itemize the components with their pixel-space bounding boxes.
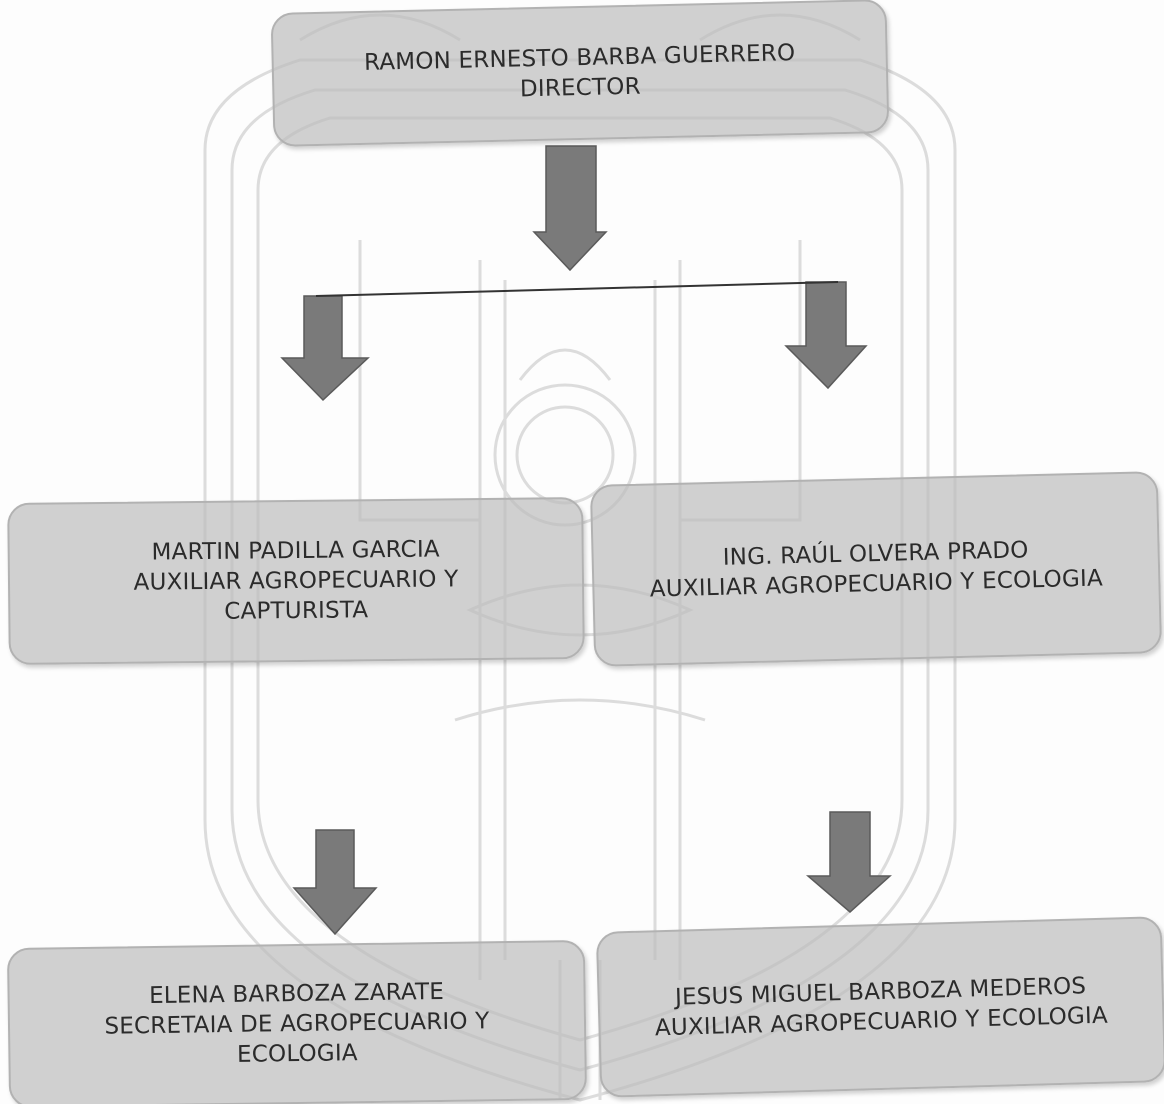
arrow-right-branch xyxy=(784,281,868,390)
staff-role-line2: CAPTURISTA xyxy=(224,597,369,625)
arrow-right-lower xyxy=(805,811,892,913)
staff-box-martin: MARTIN PADILLA GARCIA AUXILIAR AGROPECUA… xyxy=(7,496,585,666)
staff-name: MARTIN PADILLA GARCIA xyxy=(151,536,440,566)
staff-role-line1: AUXILIAR AGROPECUARIO Y ECOLOGIA xyxy=(649,565,1104,603)
staff-box-elena: ELENA BARBOZA ZARATE SECRETAIA DE AGROPE… xyxy=(6,939,588,1104)
branch-connector-line xyxy=(315,281,839,297)
staff-role-line1: SECRETAIA DE AGROPECUARIO Y xyxy=(104,1008,490,1040)
arrow-director-down xyxy=(532,145,608,272)
staff-role-line2: ECOLOGIA xyxy=(236,1040,358,1068)
director-name: RAMON ERNESTO BARBA GUERRERO xyxy=(363,40,796,76)
staff-box-jesus: JESUS MIGUEL BARBOZA MEDEROS AUXILIAR AG… xyxy=(595,916,1164,1098)
director-box: RAMON ERNESTO BARBA GUERRERO DIRECTOR xyxy=(270,0,890,147)
staff-role-line1: AUXILIAR AGROPECUARIO Y xyxy=(133,566,459,596)
staff-box-raul: ING. RAÚL OLVERA PRADO AUXILIAR AGROPECU… xyxy=(589,471,1163,667)
director-role: DIRECTOR xyxy=(519,73,642,103)
staff-name: ELENA BARBOZA ZARATE xyxy=(148,978,445,1010)
arrow-left-branch xyxy=(280,295,370,402)
arrow-left-lower xyxy=(292,829,378,936)
